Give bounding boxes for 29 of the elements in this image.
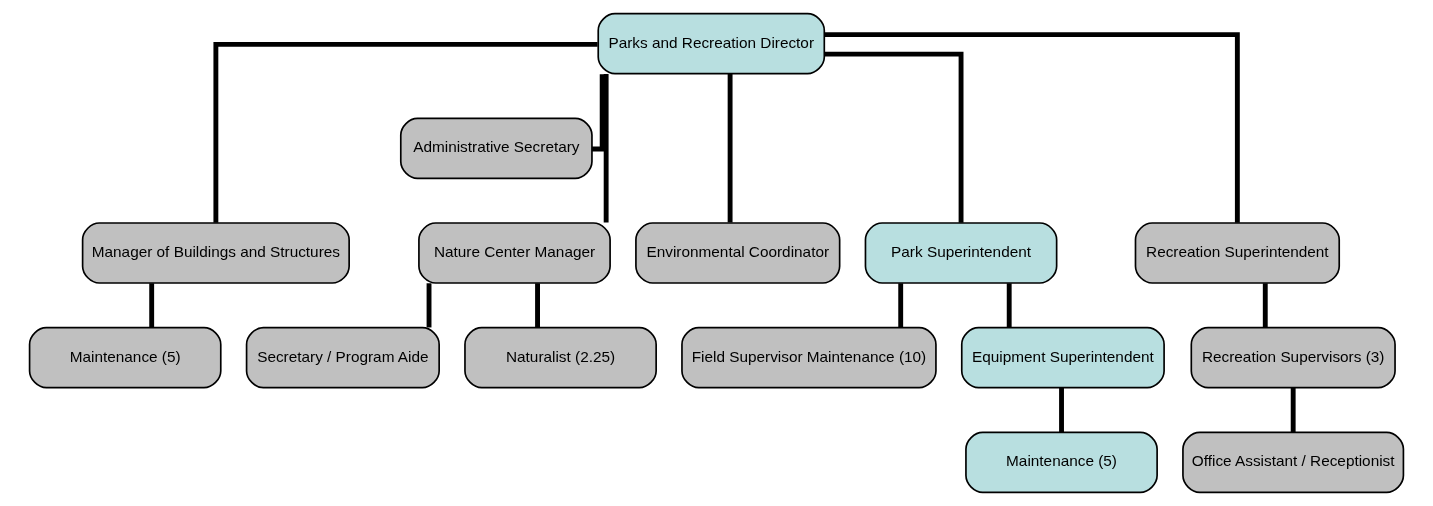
connector	[213, 41, 598, 223]
node-box: Secretary / Program Aide	[245, 326, 440, 389]
node-box: Nature Center Manager	[418, 222, 611, 284]
connector	[592, 74, 605, 152]
node-box: Maintenance (5)	[28, 326, 222, 389]
node-box: Parks and Recreation Director	[597, 12, 826, 75]
connector	[1290, 387, 1296, 433]
node-box: Naturalist (2.25)	[464, 326, 657, 389]
connector	[149, 283, 155, 328]
connector	[824, 32, 1240, 223]
connector	[535, 283, 540, 328]
node-box: Office Assistant / Receptionist	[1182, 431, 1405, 494]
node-box: Maintenance (5)	[965, 431, 1158, 494]
node-box: Field Supervisor Maintenance (10)	[681, 326, 937, 389]
connector	[727, 74, 733, 223]
connector	[898, 283, 904, 328]
node-box: Environmental Coordinator	[635, 222, 841, 284]
node-box: Park Superintendent	[864, 222, 1058, 284]
connector	[824, 51, 964, 223]
connector	[1059, 387, 1064, 433]
node-box: Administrative Secretary	[399, 117, 593, 180]
node-box: Recreation Superintendent	[1134, 222, 1341, 284]
node-box: Recreation Supervisors (3)	[1190, 326, 1396, 389]
connector	[1006, 283, 1012, 328]
connector	[603, 74, 609, 223]
node-box: Equipment Superintendent	[960, 326, 1165, 389]
node-box: Manager of Buildings and Structures	[81, 222, 350, 284]
connector	[426, 283, 432, 328]
connector	[1262, 283, 1268, 328]
